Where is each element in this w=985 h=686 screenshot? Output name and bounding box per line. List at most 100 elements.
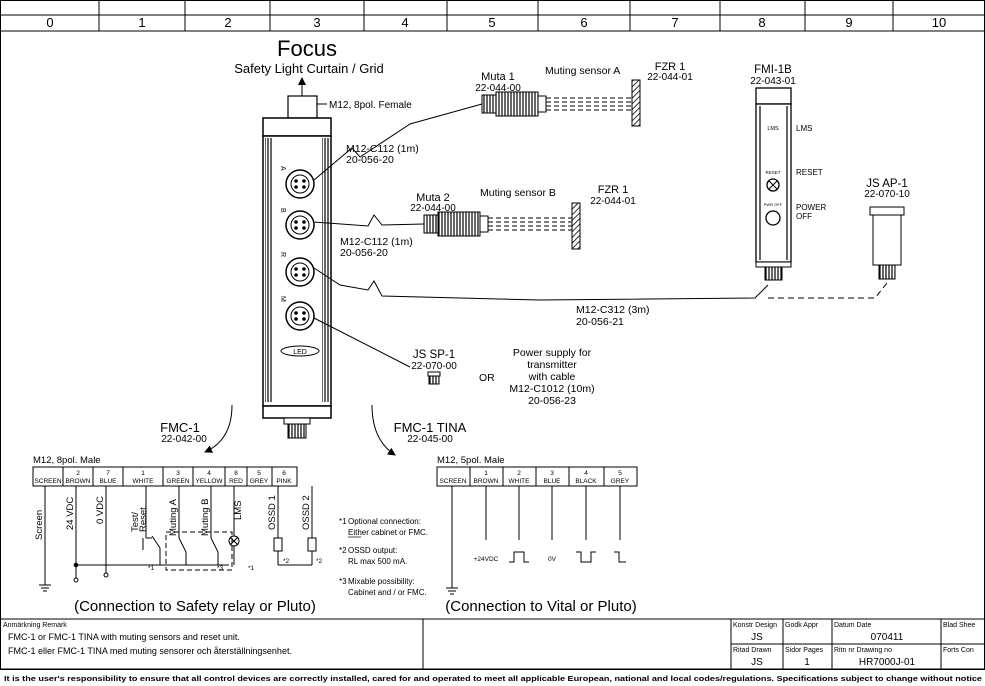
cable-a	[313, 103, 483, 181]
fzr1-a-name: FZR 1	[655, 61, 686, 73]
fmi-off-label: OFF	[796, 212, 812, 221]
tina-name: FMC-1 TINA	[394, 420, 467, 435]
fmc1-signal-reset: Reset	[138, 507, 149, 532]
cable-b-code: 20-056-20	[340, 247, 388, 259]
note-1-line-1: Optional connection:	[348, 517, 421, 526]
note-2-mark: *2	[339, 546, 347, 555]
fzr1-a-code: 22-044-01	[647, 72, 693, 83]
muta1-sensor-label: Muting sensor A	[545, 65, 620, 77]
muta2-code: 22-044-00	[410, 203, 456, 214]
page-subtitle: Safety Light Curtain / Grid	[234, 61, 384, 76]
fmi-reset-label: RESET	[796, 168, 823, 177]
fzr1-b-reflector	[571, 202, 581, 250]
cable-b	[313, 214, 425, 227]
jssp-or: OR	[479, 372, 495, 384]
grid-column-header	[98, 0, 894, 31]
fmc1-connector: M12, 8pol. Male	[33, 455, 101, 466]
power-supply-line-1: Power supply for	[513, 347, 592, 359]
fmc1-pin-1-color: BROWN	[66, 478, 91, 485]
fmi-lms-label: LMS	[796, 124, 812, 133]
datum-value: 070411	[871, 632, 904, 643]
muta1-code: 22-044-00	[475, 83, 521, 94]
cable-m	[313, 267, 769, 301]
tina-pin-5-color: GREY	[611, 478, 630, 485]
tina-pin-3-num: 3	[550, 470, 554, 477]
fmc1-pin-4-color: GREEN	[166, 478, 189, 485]
power-off-button-icon	[765, 210, 781, 226]
sidor-value: 1	[804, 657, 810, 668]
note-3-line-2: Cabinet and / or FMC.	[348, 588, 427, 597]
fmc1-pin-4-num: 3	[176, 470, 180, 477]
fmc1-mark-reset: *1	[148, 565, 155, 572]
beam-b	[488, 217, 572, 231]
fmc1-pin-1-num: 2	[76, 470, 80, 477]
fmc1-pin-3-num: 1	[141, 470, 145, 477]
jssp-code: 22-070-00	[411, 361, 457, 372]
grid-col-8: 8	[758, 15, 765, 30]
fzr1-b-name: FZR 1	[598, 184, 629, 196]
konstr-head: Konstr Design	[733, 622, 777, 629]
cable-m-code: 20-056-21	[576, 316, 624, 328]
fmi-reset-inner: RESET	[765, 170, 780, 175]
fzr1-a-reflector	[631, 79, 641, 127]
port-label-b: B	[279, 208, 286, 213]
note-1-line-2: Either cabinet or FMC.	[348, 528, 428, 537]
disclaimer: It is the user's responsibility to ensur…	[4, 674, 982, 683]
remark-head: Anmärkning Remark	[3, 622, 67, 629]
jssp-name: JS SP-1	[413, 349, 455, 361]
grid-col-1: 1	[138, 15, 145, 30]
tina-pin-4-num: 4	[584, 470, 588, 477]
tina-zero: 0V	[548, 556, 557, 563]
jssp-link	[313, 317, 411, 368]
tina-code: 22-045-00	[407, 434, 453, 445]
jsap-name: JS AP-1	[866, 178, 908, 190]
tina-pin-1-color: BROWN	[474, 478, 499, 485]
muta2-sensor-label: Muting sensor B	[480, 187, 556, 199]
muta2-sensor	[423, 211, 489, 237]
arrow-to-fmc1	[204, 404, 233, 453]
fmc1-mark-ossd1: *2	[283, 558, 290, 565]
fmc1-pin-2-num: 7	[106, 470, 110, 477]
fmc1-pin-3-color: WHITE	[133, 478, 155, 485]
js-ap-1-device	[869, 206, 905, 280]
tina-caption: (Connection to Vital or Pluto)	[445, 598, 637, 615]
fmc1-mark-muting: *3	[217, 565, 224, 572]
fmc1-pin-7-num: 5	[257, 470, 261, 477]
fmc1-pin-5-num: 4	[207, 470, 211, 477]
datum-head: Datum Date	[834, 622, 871, 629]
ritad-head: Ritad Drawn	[733, 647, 772, 654]
godk-head: Godk Appr	[785, 622, 819, 629]
cable-m-name: M12-C312 (3m)	[576, 304, 650, 316]
fmc1-caption: (Connection to Safety relay or Pluto)	[74, 598, 316, 615]
grid-col-9: 9	[845, 15, 852, 30]
fmc1-wiring	[39, 486, 317, 592]
muta2-name: Muta 2	[416, 192, 450, 204]
fmc1-signal-lms: LMS	[233, 500, 244, 520]
ritad-value: JS	[751, 657, 763, 668]
fmc1-signal-muting-a: Muting A	[168, 498, 179, 536]
tina-pin-3-color: BLUE	[544, 478, 562, 485]
tina-pin-2-num: 2	[517, 470, 521, 477]
fmi-1b-unit	[755, 87, 792, 281]
fmc1-pin-8-num: 6	[282, 470, 286, 477]
port-r	[285, 257, 315, 287]
konstr-value: JS	[751, 632, 763, 643]
ritn-head: Ritn nr Drawing no	[834, 647, 892, 654]
note-2-line-2: RL max 500 mA.	[348, 557, 407, 566]
muta1-sensor	[481, 91, 547, 117]
port-label-r: R	[279, 252, 286, 257]
power-supply-line-5: 20-056-23	[528, 395, 576, 407]
grid-col-7: 7	[671, 15, 678, 30]
tina-pin-5-num: 5	[618, 470, 622, 477]
led-label: LED	[293, 349, 307, 356]
tina-connector: M12, 5pol. Male	[437, 455, 505, 466]
fmc1-signal-ossd1: OSSD 1	[267, 495, 278, 530]
fmc1-signal-0vdc: 0 VDC	[95, 496, 106, 524]
grid-col-2: 2	[224, 15, 231, 30]
fmc1-mark-lms: *1	[248, 565, 255, 572]
grid-col-3: 3	[313, 15, 320, 30]
fmc1-mark-ossd2: *2	[316, 558, 323, 565]
fmi-power-label: POWER	[796, 203, 826, 212]
tina-pin-2-color: WHITE	[509, 478, 531, 485]
